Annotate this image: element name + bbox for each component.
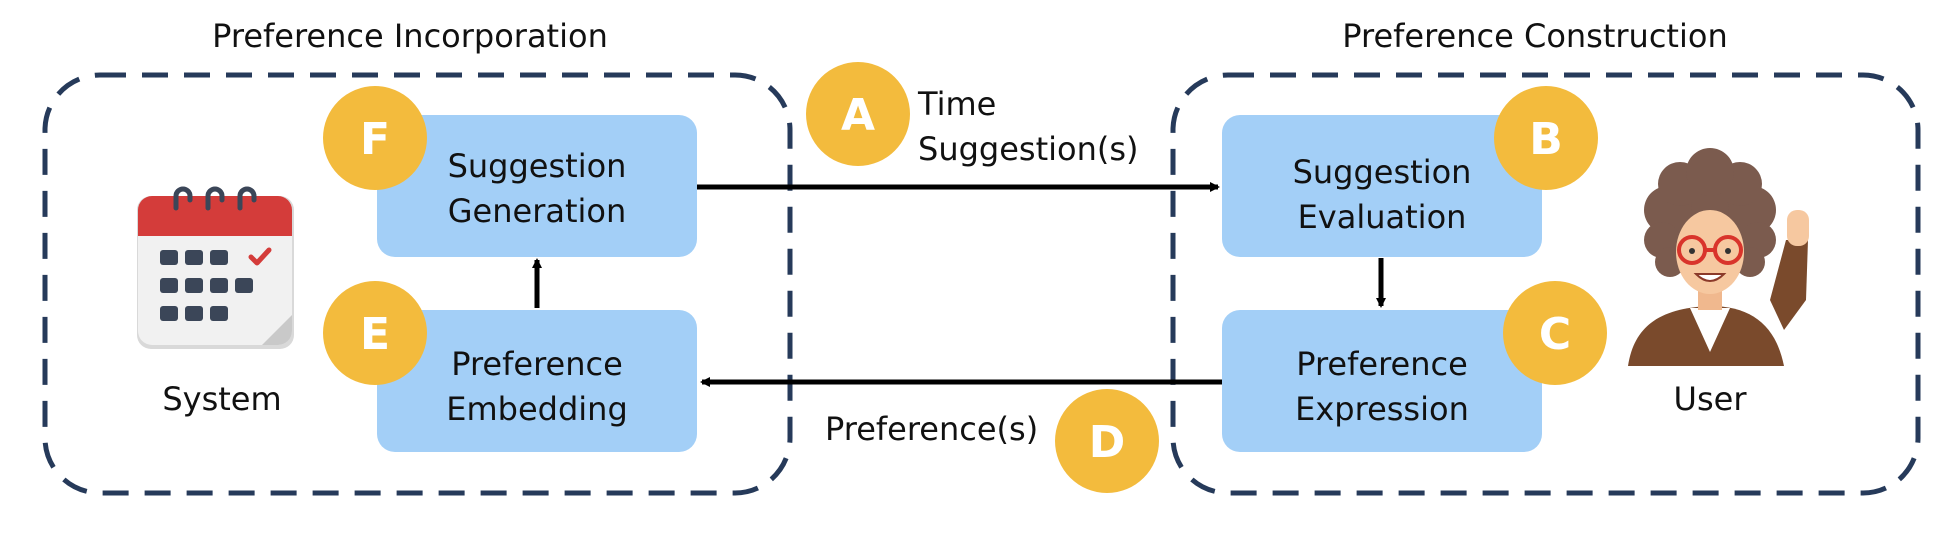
badge-c: C [1503,281,1607,385]
badge-e: E [323,281,427,385]
preference-expression-line1: Preference [1296,345,1468,383]
calendar-icon [137,186,294,349]
svg-text:F: F [360,114,390,165]
badge-a: A [806,62,910,166]
svg-text:B: B [1529,114,1563,165]
badge-b: B [1494,86,1598,190]
svg-text:D: D [1089,417,1126,468]
suggestion-generation-line1: Suggestion [448,147,627,185]
preference-embedding-box: Preference Embedding [377,310,697,452]
system-label: System [162,380,281,418]
time-suggestion-label-line1: Time [917,85,996,123]
suggestion-evaluation-line1: Suggestion [1293,153,1472,191]
preference-embedding-line1: Preference [451,345,623,383]
right-section-title: Preference Construction [1342,17,1727,55]
user-label: User [1674,380,1748,418]
preference-expression-line2: Expression [1295,390,1469,428]
badge-d: D [1055,389,1159,493]
preference-label: Preference(s) [825,410,1038,448]
preference-expression-box: Preference Expression [1222,310,1542,452]
left-group-container [42,72,793,496]
right-group-container [1170,72,1921,496]
time-suggestion-label-line2: Suggestion(s) [918,130,1139,168]
suggestion-generation-box: Suggestion Generation [377,115,697,257]
suggestion-evaluation-line2: Evaluation [1298,198,1467,236]
user-avatar-icon [1628,148,1809,366]
left-section-title: Preference Incorporation [212,17,608,55]
preference-embedding-line2: Embedding [446,390,628,428]
suggestion-generation-line2: Generation [448,192,627,230]
badge-f: F [323,86,427,190]
svg-text:A: A [841,90,875,141]
svg-text:E: E [360,309,390,360]
suggestion-evaluation-box: Suggestion Evaluation [1222,115,1542,257]
svg-text:C: C [1539,309,1571,360]
